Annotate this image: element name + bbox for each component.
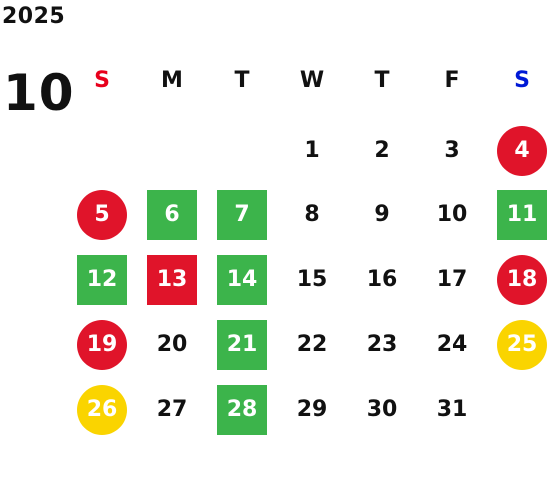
day-cell-21[interactable]: 21 [217,320,267,370]
day-cell-24[interactable]: 24 [436,332,468,357]
weekday-header-thursday: T [374,68,390,93]
year-label: 2025 [2,4,66,29]
day-cell-15[interactable]: 15 [296,267,328,292]
day-cell-29[interactable]: 29 [296,397,328,422]
weekday-header-monday: M [161,68,183,93]
day-cell-8[interactable]: 8 [304,202,320,227]
day-cell-3[interactable]: 3 [444,138,460,163]
weekday-header-tuesday: T [234,68,250,93]
day-cell-9[interactable]: 9 [374,202,390,227]
day-cell-2[interactable]: 2 [374,138,390,163]
day-cell-26[interactable]: 26 [77,385,127,435]
weekday-header-wednesday: W [299,68,325,93]
day-cell-11[interactable]: 11 [497,190,547,240]
weekday-header-friday: F [444,68,460,93]
day-cell-7[interactable]: 7 [217,190,267,240]
day-cell-12[interactable]: 12 [77,255,127,305]
day-cell-31[interactable]: 31 [436,397,468,422]
day-cell-10[interactable]: 10 [436,202,468,227]
day-cell-18[interactable]: 18 [497,255,547,305]
day-cell-6[interactable]: 6 [147,190,197,240]
day-cell-30[interactable]: 30 [366,397,398,422]
day-cell-25[interactable]: 25 [497,320,547,370]
day-cell-28[interactable]: 28 [217,385,267,435]
day-cell-14[interactable]: 14 [217,255,267,305]
day-cell-1[interactable]: 1 [304,138,320,163]
weekday-header-saturday: S [514,68,530,93]
weekday-header-sunday: S [94,68,110,93]
day-cell-4[interactable]: 4 [497,126,547,176]
day-cell-23[interactable]: 23 [366,332,398,357]
day-cell-22[interactable]: 22 [296,332,328,357]
month-number: 10 [3,64,75,122]
day-cell-20[interactable]: 20 [156,332,188,357]
day-cell-16[interactable]: 16 [366,267,398,292]
day-cell-27[interactable]: 27 [156,397,188,422]
day-cell-17[interactable]: 17 [436,267,468,292]
day-cell-19[interactable]: 19 [77,320,127,370]
day-cell-13[interactable]: 13 [147,255,197,305]
day-cell-5[interactable]: 5 [77,190,127,240]
